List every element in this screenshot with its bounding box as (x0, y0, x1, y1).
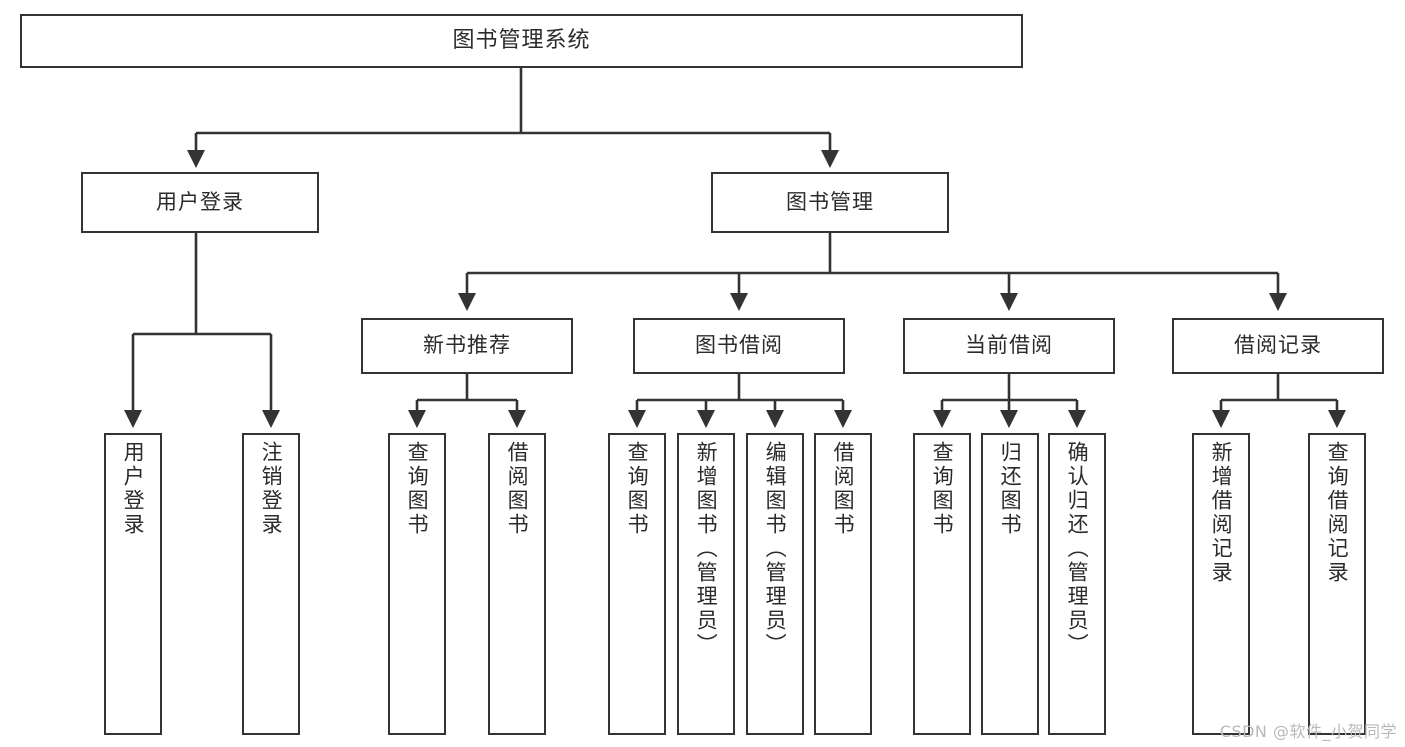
csdn-watermark: CSDN @软件_小贺同学 (1219, 722, 1397, 741)
node-label: 查询图书 (625, 441, 650, 537)
node-new-book-recommend[interactable]: 新书推荐 (361, 318, 573, 374)
node-label: 注销登录 (259, 441, 284, 537)
node-label: 图书借阅 (695, 333, 783, 358)
leaf-book-borrow-add[interactable]: 新增图书（管理员） (677, 433, 735, 735)
node-book-management[interactable]: 图书管理 (711, 172, 949, 233)
leaf-current-borrow-confirm-return[interactable]: 确认归还（管理员） (1048, 433, 1106, 735)
node-current-borrow[interactable]: 当前借阅 (903, 318, 1115, 374)
leaf-user-login-login[interactable]: 用户登录 (104, 433, 162, 735)
node-root-book-management-system[interactable]: 图书管理系统 (20, 14, 1023, 68)
node-label: 查询借阅记录 (1325, 441, 1350, 585)
node-label: 新书推荐 (423, 333, 511, 358)
node-label: 借阅记录 (1234, 333, 1322, 358)
node-label: 图书管理系统 (452, 27, 591, 53)
leaf-user-login-logout[interactable]: 注销登录 (242, 433, 300, 735)
node-label: 归还图书 (998, 441, 1023, 537)
node-label: 借阅图书 (831, 441, 856, 537)
node-book-borrow[interactable]: 图书借阅 (633, 318, 845, 374)
node-label: 编辑图书（管理员） (763, 441, 788, 657)
node-label: 用户登录 (156, 189, 244, 214)
leaf-borrow-record-query[interactable]: 查询借阅记录 (1308, 433, 1366, 735)
node-label: 确认归还（管理员） (1065, 441, 1090, 657)
leaf-book-borrow-query[interactable]: 查询图书 (608, 433, 666, 735)
node-label: 借阅图书 (505, 441, 530, 537)
node-user-login[interactable]: 用户登录 (81, 172, 319, 233)
leaf-new-book-query[interactable]: 查询图书 (388, 433, 446, 735)
node-label: 图书管理 (786, 189, 874, 214)
leaf-borrow-record-add[interactable]: 新增借阅记录 (1192, 433, 1250, 735)
node-borrow-record[interactable]: 借阅记录 (1172, 318, 1384, 374)
node-label: 新增图书（管理员） (694, 441, 719, 657)
node-label: 查询图书 (930, 441, 955, 537)
node-label: 用户登录 (121, 441, 146, 537)
node-label: 新增借阅记录 (1209, 441, 1234, 585)
leaf-book-borrow-borrow[interactable]: 借阅图书 (814, 433, 872, 735)
node-label: 当前借阅 (965, 333, 1053, 358)
leaf-current-borrow-return[interactable]: 归还图书 (981, 433, 1039, 735)
node-label: 查询图书 (405, 441, 430, 537)
leaf-current-borrow-query[interactable]: 查询图书 (913, 433, 971, 735)
leaf-new-book-borrow[interactable]: 借阅图书 (488, 433, 546, 735)
leaf-book-borrow-edit[interactable]: 编辑图书（管理员） (746, 433, 804, 735)
